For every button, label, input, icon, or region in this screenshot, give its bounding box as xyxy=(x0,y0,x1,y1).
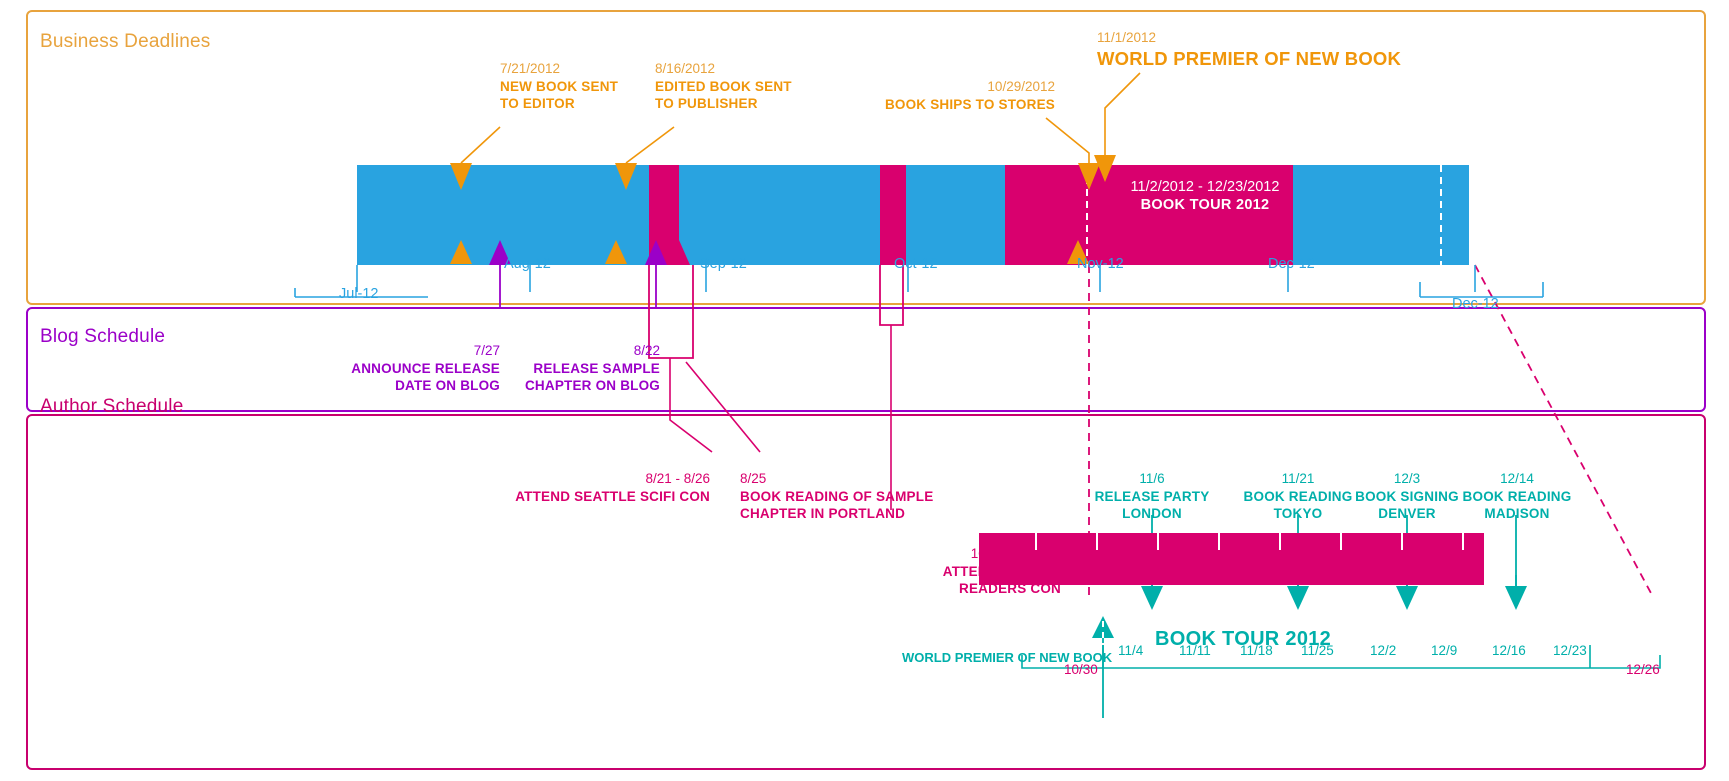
callout-release-party-london[interactable]: 11/6 RELEASE PARTY LONDON xyxy=(1062,470,1242,523)
callout-book-reading-portland[interactable]: 8/25 BOOK READING OF SAMPLE CHAPTER IN P… xyxy=(740,470,933,523)
callout-book-ships-date: 10/29/2012 xyxy=(987,79,1055,94)
callout-book-reading-portland-line1: BOOK READING OF SAMPLE xyxy=(740,488,934,504)
callout-edited-book-sent-line2: TO PUBLISHER xyxy=(655,96,758,112)
book-tour-name-label: BOOK TOUR 2012 xyxy=(1140,197,1270,214)
callout-book-reading-portland-date: 8/25 xyxy=(740,471,767,486)
tourbar-axis-label-4: 11/25 xyxy=(1301,643,1334,658)
callout-book-reading-tokyo-line2: TOKYO xyxy=(1273,506,1323,522)
axis-label-oct: Oct-12 xyxy=(894,256,938,272)
master-timeline-bar[interactable] xyxy=(357,165,1469,265)
callout-book-ships-to-stores[interactable]: 10/29/2012 BOOK SHIPS TO STORES xyxy=(690,78,1055,113)
book-tour-bar-label: 11/2/2012 - 12/23/2012 BOOK TOUR 2012 xyxy=(1005,178,1405,214)
callout-edited-book-sent[interactable]: 8/16/2012 EDITED BOOK SENT TO PUBLISHER xyxy=(655,60,792,113)
tourbar-tick-3 xyxy=(1157,533,1159,550)
callout-book-signing-denver-line1: BOOK SIGNING xyxy=(1355,488,1459,504)
callout-book-reading-tokyo-date: 11/21 xyxy=(1281,471,1315,486)
tourbar-axis-label-2: 11/11 xyxy=(1179,643,1211,658)
callout-announce-release-line2: DATE ON BLOG xyxy=(395,378,500,394)
tourbar-axis-label-1: 11/4 xyxy=(1118,643,1144,658)
callout-book-reading-madison[interactable]: 12/14 BOOK READING MADISON xyxy=(1432,470,1602,523)
callout-new-book-sent-line1: NEW BOOK SENT xyxy=(500,78,619,94)
lane-title-author-schedule: Author Schedule xyxy=(40,396,184,417)
tourbar-start-label: 10/30 xyxy=(1064,662,1098,677)
callout-world-premier-date: 11/1/2012 xyxy=(1097,30,1157,45)
callout-edited-book-sent-date: 8/16/2012 xyxy=(655,61,716,76)
callout-seattle-scifi-con[interactable]: 8/21 - 8/26 ATTEND SEATTLE SCIFI CON xyxy=(370,470,710,505)
callout-book-ships-line1: BOOK SHIPS TO STORES xyxy=(884,96,1055,112)
bar-segment-book-tour[interactable] xyxy=(1005,165,1293,265)
tourbar-tick-6 xyxy=(1340,533,1342,550)
axis-label-nov: Nov-12 xyxy=(1077,256,1124,272)
callout-book-reading-madison-line2: MADISON xyxy=(1484,506,1550,522)
callout-announce-release-line1: ANNOUNCE RELEASE xyxy=(351,360,500,376)
lane-blog-schedule xyxy=(26,307,1706,412)
tourbar-tick-8 xyxy=(1462,533,1464,550)
callout-release-party-line2: LONDON xyxy=(1122,506,1182,522)
axis-label-dec-second: Dec-12 xyxy=(1452,296,1499,312)
callout-release-sample-date: 8/22 xyxy=(633,343,660,358)
callout-book-signing-denver[interactable]: 12/3 BOOK SIGNING DENVER xyxy=(1322,470,1492,523)
book-tour-detail-bar[interactable] xyxy=(979,533,1484,585)
callout-book-reading-tokyo[interactable]: 11/21 BOOK READING TOKYO xyxy=(1208,470,1388,523)
tourbar-axis-label-6: 12/9 xyxy=(1431,643,1458,658)
lane-business-deadlines xyxy=(26,10,1706,305)
tourbar-axis-label-8: 12/23 xyxy=(1553,643,1587,658)
bar-segment-seattle-scifi-con[interactable] xyxy=(649,165,679,265)
callout-book-signing-denver-line2: DENVER xyxy=(1378,506,1436,522)
callout-announce-release-date: 7/27 xyxy=(473,343,500,358)
callout-world-premier-line1: WORLD PREMIER OF NEW BOOK xyxy=(1097,47,1402,69)
callout-book-signing-denver-date: 12/3 xyxy=(1393,471,1421,486)
callout-book-reading-tokyo-line1: BOOK READING xyxy=(1243,488,1353,504)
callout-seattle-scifi-line1: ATTEND SEATTLE SCIFI CON xyxy=(515,488,710,504)
callout-new-book-sent-line2: TO EDITOR xyxy=(500,96,575,112)
callout-release-sample-line2: CHAPTER ON BLOG xyxy=(524,378,660,394)
callout-release-party-date: 11/6 xyxy=(1139,471,1165,486)
lane-title-blog-schedule: Blog Schedule xyxy=(40,326,166,347)
axis-label-jul: Jul-12 xyxy=(339,286,379,302)
callout-release-sample-chapter[interactable]: 8/22 RELEASE SAMPLE CHAPTER ON BLOG xyxy=(320,342,660,395)
callout-seattle-scifi-date: 8/21 - 8/26 xyxy=(645,471,710,486)
tourbar-end-label: 12/26 xyxy=(1626,662,1660,677)
tourbar-tick-1 xyxy=(1035,533,1037,550)
tourbar-axis-label-5: 12/2 xyxy=(1370,643,1397,658)
book-tour-section-title: BOOK TOUR 2012 xyxy=(1155,628,1332,650)
axis-label-sep: Sep-12 xyxy=(700,256,747,272)
callout-book-reading-madison-line1: BOOK READING xyxy=(1462,488,1572,504)
bar-segment-new-york-readers-con[interactable] xyxy=(880,165,906,265)
premier-bottom-label: WORLD PREMIER OF NEW BOOK xyxy=(902,650,1113,665)
callout-new-book-sent-date: 7/21/2012 xyxy=(500,61,561,76)
tourbar-tick-2 xyxy=(1096,533,1098,550)
callout-edited-book-sent-line1: EDITED BOOK SENT xyxy=(655,78,792,94)
callout-release-party-line1: RELEASE PARTY xyxy=(1094,488,1210,504)
book-tour-range-label: 11/2/2012 - 12/23/2012 xyxy=(1130,179,1280,195)
lane-title-business-deadlines: Business Deadlines xyxy=(40,31,211,52)
callout-release-sample-line1: RELEASE SAMPLE xyxy=(533,360,660,376)
callout-announce-release[interactable]: 7/27 ANNOUNCE RELEASE DATE ON BLOG xyxy=(160,342,500,395)
tourbar-axis-label-3: 11/18 xyxy=(1240,643,1273,658)
callout-book-reading-portland-line2: CHAPTER IN PORTLAND xyxy=(740,506,906,522)
tourbar-tick-5 xyxy=(1279,533,1281,550)
callout-world-premier[interactable]: 11/1/2012 WORLD PREMIER OF NEW BOOK xyxy=(1097,29,1401,71)
axis-label-aug: Aug-12 xyxy=(504,256,551,272)
tourbar-tick-7 xyxy=(1401,533,1403,550)
callout-book-reading-madison-date: 12/14 xyxy=(1500,471,1534,486)
tourbar-tick-4 xyxy=(1218,533,1220,550)
axis-label-dec: Dec-12 xyxy=(1268,256,1315,272)
lane-author-schedule xyxy=(26,414,1706,770)
callout-new-book-sent[interactable]: 7/21/2012 NEW BOOK SENT TO EDITOR xyxy=(500,60,618,113)
tourbar-axis-label-7: 12/16 xyxy=(1492,643,1526,658)
